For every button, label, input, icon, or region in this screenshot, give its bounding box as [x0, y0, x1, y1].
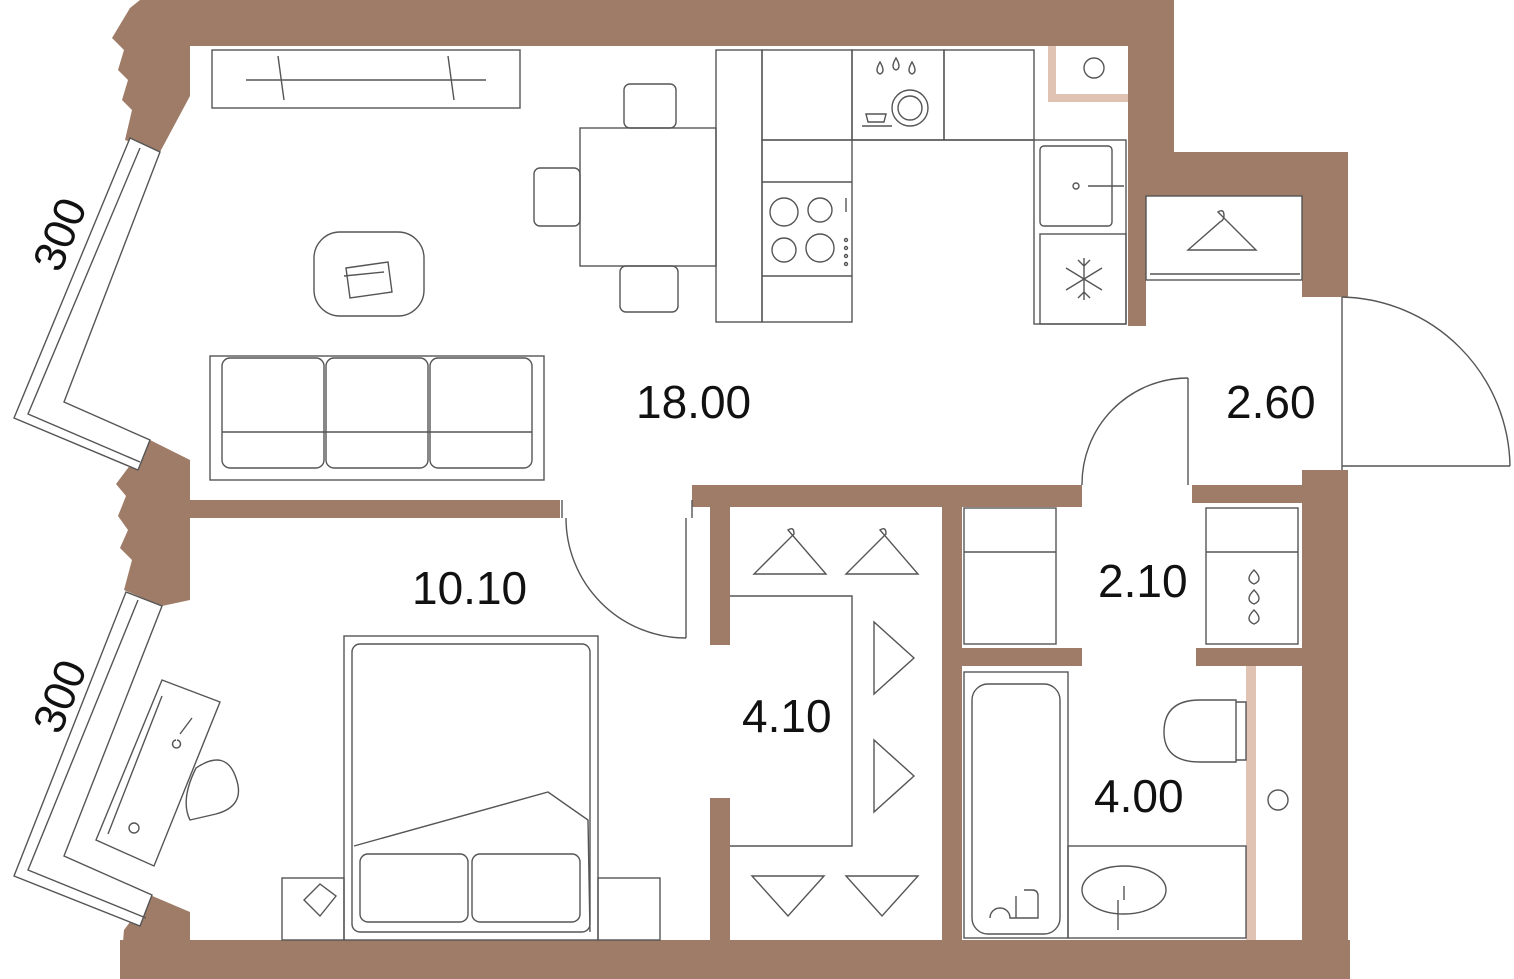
closet-hanger-3: [873, 620, 916, 696]
hallway-wardrobe: [1145, 195, 1303, 281]
hallway-inner-door-swing: [1081, 377, 1189, 486]
sofa-seat-2: [325, 357, 429, 469]
tv-stand: [211, 49, 521, 109]
wall-living-bedroom: [190, 500, 560, 518]
windows: [13, 137, 163, 927]
closet-shelf-outline: [730, 595, 853, 847]
dining-chair-bottom: [619, 265, 679, 313]
wall-utility-bath-left: [962, 648, 1082, 666]
shaft-wall-horizontal: [1048, 94, 1128, 102]
desk-item-icon: [128, 822, 140, 834]
doors: [561, 296, 1511, 639]
pillow-right: [471, 853, 581, 923]
desk-edge: [107, 695, 163, 835]
area-utility: 2.10: [1098, 555, 1188, 607]
sink-counter: [1067, 845, 1247, 939]
room-area-labels: 18.00 10.10 4.10 2.60 2.10 4.00: [412, 376, 1316, 822]
dishwasher-icon: [862, 56, 929, 127]
drops-icon: [1248, 569, 1260, 625]
sofa: [209, 355, 545, 481]
light-walls: [1048, 46, 1256, 940]
dining-chair-left: [533, 167, 581, 227]
magazines-icon: [343, 261, 393, 299]
wall-niche-left: [1128, 152, 1146, 326]
wall-closet-left-upper: [710, 507, 730, 645]
oven-knob: [1072, 182, 1080, 190]
window-upper-left: [13, 137, 161, 471]
shaft-wall-vertical: [1048, 46, 1056, 102]
wall-utility-bath-right: [1196, 648, 1304, 666]
tv-icon: [246, 55, 486, 101]
hob-icon: [769, 197, 849, 267]
kitchen-base-cabinet: [761, 139, 853, 323]
nightstand-left: [281, 877, 345, 941]
window-lower-left-inner: [27, 599, 147, 919]
area-hallway: 2.60: [1226, 376, 1316, 428]
bathtub: [963, 671, 1069, 939]
wall-top: [140, 0, 1130, 46]
wall-corridor-top: [692, 485, 1082, 507]
dining-chair-top: [623, 83, 677, 129]
book-icon: [303, 883, 337, 918]
area-living-kitchen: 18.00: [636, 376, 751, 428]
hallway-wardrobe-box: [1145, 195, 1303, 281]
closet-hanger-4: [873, 738, 916, 814]
utility-furniture: [963, 507, 1299, 645]
window-lower-left: [13, 591, 163, 927]
hanger-icon: [1186, 209, 1258, 251]
snowflake-icon: [1065, 258, 1103, 300]
pillow-left: [359, 853, 469, 923]
wall-bottom: [120, 940, 1350, 979]
riser-icon: [1083, 57, 1105, 79]
toilet: [1163, 699, 1247, 763]
kitchen-upper-cabinet-2: [943, 49, 1035, 141]
kitchen-upper-cabinet-1: [761, 49, 853, 141]
sofa-seat-3: [429, 357, 533, 469]
wall-corner-upper-left: [112, 0, 190, 152]
bath-riser-icon: [1267, 789, 1289, 811]
desk: [95, 679, 221, 867]
entrance-door-swing: [1341, 296, 1511, 467]
wall-closet-left-lower: [710, 798, 730, 940]
kitchen-tall-cabinet: [715, 49, 763, 323]
living-kitchen-furniture: [209, 49, 1127, 481]
area-closet: 4.10: [742, 690, 832, 742]
bedroom-furniture: [95, 635, 661, 941]
bath-faucet-icon: [989, 889, 1039, 919]
wall-corner-mid-left: [116, 440, 190, 606]
closet-furniture: [730, 527, 920, 918]
bathtub-inner: [971, 683, 1061, 935]
closet-hanger-5: [750, 875, 826, 918]
walls: [112, 0, 1350, 979]
bed: [343, 635, 599, 941]
desk-chair: [185, 759, 240, 821]
wall-right-lower: [1302, 470, 1348, 979]
utility-cabinet: [963, 507, 1057, 645]
closet-hanger-2: [844, 527, 920, 575]
dining-table: [579, 127, 717, 267]
sink-faucet-icon: [1117, 886, 1125, 930]
bathroom-furniture: [963, 671, 1289, 939]
area-bathroom: 4.00: [1094, 770, 1184, 822]
bed-blanket: [353, 791, 591, 933]
bath-shaft-wall: [1246, 666, 1256, 940]
wall-closet-bath: [942, 507, 962, 940]
area-bedroom: 10.10: [412, 562, 527, 614]
nightstand-right: [597, 877, 661, 941]
window-upper-left-inner: [27, 147, 141, 463]
closet-hanger-1: [752, 527, 828, 575]
sink-basin: [1081, 865, 1167, 915]
wall-corridor-top-right: [1192, 485, 1304, 503]
washing-machine: [1205, 507, 1299, 645]
wall-top-right-block: [1128, 0, 1174, 152]
coffee-table: [313, 231, 425, 317]
desk-lamp-icon: [171, 717, 193, 749]
bed-mattress: [351, 643, 591, 933]
sofa-seat-1: [221, 357, 325, 469]
wall-niche-top: [1128, 152, 1348, 196]
closet-hanger-6: [844, 875, 920, 918]
bedroom-door-swing: [565, 517, 687, 639]
fridge: [1039, 233, 1127, 325]
